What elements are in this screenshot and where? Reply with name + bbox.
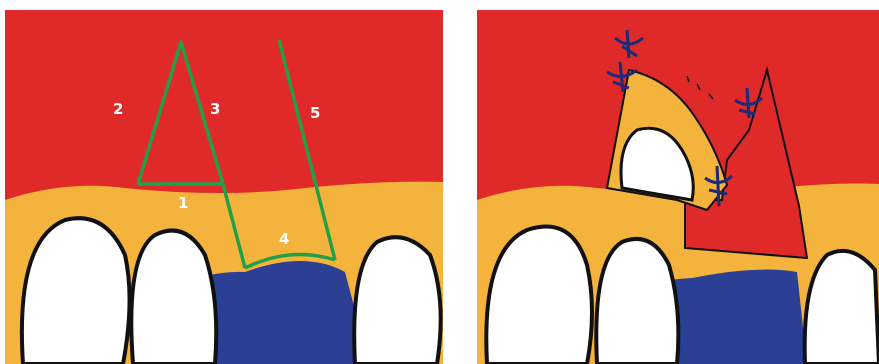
after-panel	[477, 10, 879, 364]
tooth-center	[131, 231, 216, 364]
after-illustration	[477, 10, 879, 364]
before-panel: 1 2 3 4 5	[5, 10, 443, 364]
label-5: 5	[310, 104, 320, 122]
label-2: 2	[113, 100, 123, 118]
tooth-right	[805, 251, 879, 364]
tooth-right	[354, 237, 440, 364]
label-3: 3	[210, 100, 220, 118]
before-illustration: 1 2 3 4 5	[5, 10, 443, 364]
tooth-center	[596, 239, 678, 364]
label-1: 1	[178, 194, 188, 212]
label-4: 4	[279, 230, 289, 248]
